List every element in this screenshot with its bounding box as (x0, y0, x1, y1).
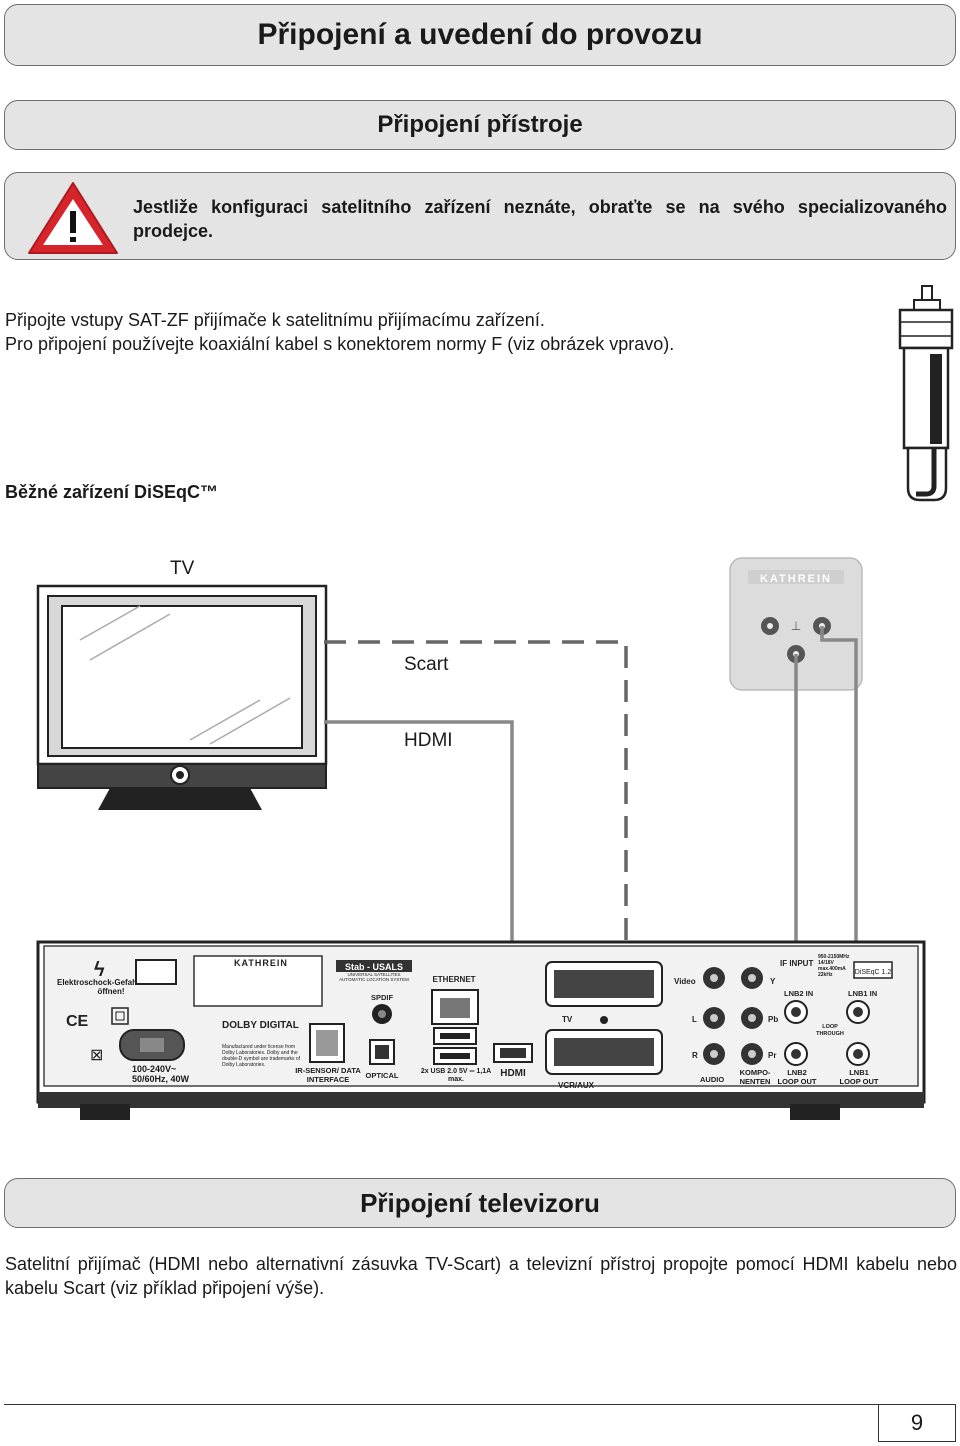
coax-cable-lnb1 (820, 626, 858, 1012)
hdmi-port-label: HDMI (500, 1068, 526, 1079)
intro-paragraph: Připojte vstupy SAT-ZF přijímače k satel… (5, 308, 885, 356)
intro-line-2: Pro připojení používejte koaxiální kabel… (5, 334, 675, 354)
lnb1-in-label: LNB1 IN (848, 989, 877, 998)
power-switch (135, 959, 177, 985)
y-label: Y (770, 977, 776, 986)
main-heading-text: Připojení a uvedení do provozu (257, 18, 703, 51)
f-connector-illustration (898, 285, 954, 502)
wall-socket-illustration: KATHREIN ⊥ (729, 557, 863, 691)
connection-diagram: KATHREIN ⊥ (36, 285, 954, 1120)
weee-icon: ⊠ (90, 1047, 103, 1064)
if-input-label: IF INPUT (780, 959, 813, 968)
page-number-text: 9 (910, 1410, 924, 1435)
warning-box: Jestliže konfiguraci satelitního zařízen… (4, 172, 956, 260)
pr-label: Pr (768, 1051, 776, 1060)
section-heading-device-text: Připojení přístroje (377, 111, 583, 138)
hdmi-label: HDMI (404, 730, 453, 751)
ir-sensor-label: IR-SENSOR/ DATA INTERFACE (295, 1066, 361, 1084)
lightning-icon: ϟ (94, 959, 105, 981)
warning-text: Jestliže konfiguraci satelitního zařízen… (133, 197, 947, 241)
audio-l-label: L (692, 1015, 697, 1024)
wall-socket-brand: KATHREIN (760, 573, 832, 585)
scart-label: Scart (404, 654, 449, 675)
usb-label: 2x USB 2.0 5V ═ 1,1A max. (420, 1068, 492, 1083)
warning-triangle-icon (28, 182, 118, 254)
section-heading-tv: Připojení televizoru (4, 1178, 956, 1228)
power-rating-label: 100-240V~ 50/60Hz, 40W (132, 1064, 190, 1084)
pb-label: Pb (768, 1015, 778, 1024)
dolby-logo: DOLBY DIGITAL (222, 1020, 299, 1031)
receiver-panel: ϟ Elektroschock-Gefahr! Nicht öffnen! CE… (56, 954, 893, 1090)
svg-text:⊥: ⊥ (791, 619, 801, 633)
video-label: Video (674, 977, 696, 986)
lnb2-in-label: LNB2 IN (784, 989, 813, 998)
audio-label: AUDIO (700, 1075, 724, 1084)
diseqc-subheading: Běžné zařízení DiSEqC™ (5, 482, 219, 502)
intro-line-1: Připojte vstupy SAT-ZF přijímače k satel… (5, 310, 545, 330)
ethernet-label: ETHERNET (432, 975, 475, 984)
loop-through-label: LOOP THROUGH (816, 1024, 844, 1037)
class2-icon (111, 1007, 129, 1025)
section-heading-device: Připojení přístroje (4, 100, 956, 150)
lnb2-out-label: LNB2 LOOP OUT (777, 1068, 817, 1086)
footer-rule (4, 1404, 878, 1405)
stab-subtitle: UNIVERSAL SATELLITES AUTOMATIC LOCATION … (339, 972, 409, 982)
if-spec-label: 950-2150MHz 14/18V max.400mA 22kHz (818, 954, 850, 978)
main-heading: Připojení a uvedení do provozu (4, 4, 956, 66)
scart-vcr-label: VCR/AUX (558, 1081, 595, 1090)
audio-r-label: R (692, 1051, 698, 1060)
tv-label: TV (170, 558, 195, 579)
lnb1-out-label: LNB1 LOOP OUT (839, 1068, 879, 1086)
stab-logo: Stab - USALS (345, 962, 403, 972)
optical-label: OPTICAL (366, 1071, 399, 1080)
receiver-illustration (36, 940, 926, 1120)
page-number: 9 (878, 1404, 956, 1442)
shock-warning-label: Elektroschock-Gefahr! Nicht öffnen! (56, 978, 166, 996)
section-heading-tv-text: Připojení televizoru (360, 1187, 600, 1218)
tv-connection-paragraph: Satelitní přijímač (HDMI nebo alternativ… (5, 1254, 957, 1298)
dolby-note: Manufactured under license from Dolby La… (222, 1044, 301, 1068)
spdif-label: SPDIF (371, 993, 394, 1002)
diseqc-badge: DiSEqC 1.2 (855, 969, 892, 976)
hdmi-cable (324, 720, 514, 1040)
scart-tv-label: TV (562, 1015, 573, 1024)
ce-mark-icon: CE (66, 1013, 89, 1030)
receiver-brand: KATHREIN (234, 958, 288, 968)
komponenten-label: KOMPO- NENTEN (739, 1068, 771, 1086)
tv-illustration (36, 584, 328, 810)
